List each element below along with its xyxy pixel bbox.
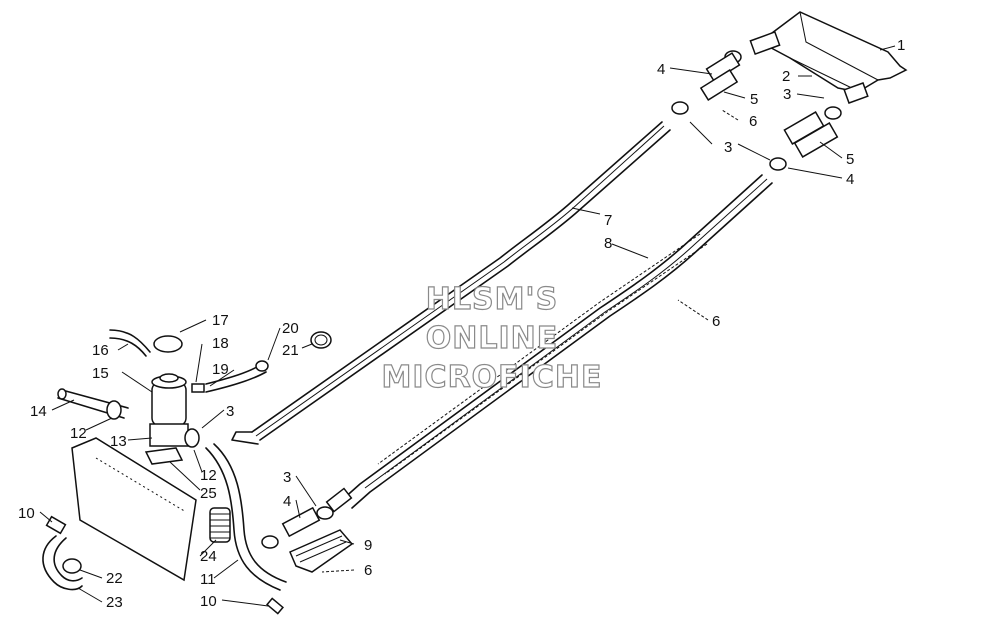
- callout-3: 3: [783, 86, 791, 103]
- callout-18: 18: [212, 335, 229, 352]
- callout-16: 16: [92, 342, 109, 359]
- watermark: HLSM'S ONLINE MICROFICHE: [381, 281, 603, 395]
- callout-9: 9: [364, 537, 372, 554]
- callout-4: 4: [657, 61, 665, 78]
- radiator-block: [71, 437, 197, 582]
- reservoir-assembly: [57, 329, 332, 615]
- callout-23: 23: [106, 594, 123, 611]
- watermark-line-3: MICROFICHE: [382, 360, 603, 395]
- clamp-group-bottom: [261, 506, 354, 573]
- callout-7: 7: [604, 212, 612, 229]
- callout-5: 5: [750, 91, 758, 108]
- callout-10: 10: [200, 593, 217, 610]
- callout-labels: 1 2 3 4 5 6 3 5 4 7 8 6 17 16 18 20 21 1…: [18, 37, 905, 611]
- callout-6: 6: [749, 113, 757, 130]
- callout-21: 21: [282, 342, 299, 359]
- callout-12: 12: [70, 425, 87, 442]
- callout-20: 20: [282, 320, 299, 337]
- callout-10: 10: [18, 505, 35, 522]
- watermark-line-1: HLSM'S: [426, 282, 558, 317]
- callout-17: 17: [212, 312, 229, 329]
- callout-6: 6: [712, 313, 720, 330]
- callout-4: 4: [283, 493, 291, 510]
- watermark-line-2: ONLINE: [426, 321, 559, 356]
- callout-6: 6: [364, 562, 372, 579]
- drain-hose: [42, 515, 83, 591]
- callout-13: 13: [110, 433, 127, 450]
- callout-14: 14: [30, 403, 47, 420]
- callout-3: 3: [283, 469, 291, 486]
- callout-25: 25: [200, 485, 217, 502]
- callout-19: 19: [212, 361, 229, 378]
- callout-3: 3: [724, 139, 732, 156]
- heat-exchanger-front: [749, 11, 908, 104]
- callout-24: 24: [200, 548, 217, 565]
- callout-12: 12: [200, 467, 217, 484]
- callout-8: 8: [604, 235, 612, 252]
- callout-15: 15: [92, 365, 109, 382]
- callout-4: 4: [846, 171, 854, 188]
- coolant-tube-upper: [231, 121, 671, 445]
- leader-lines: [39, 45, 896, 607]
- callout-5: 5: [846, 151, 854, 168]
- callout-1: 1: [897, 37, 905, 54]
- callout-22: 22: [106, 570, 123, 587]
- callout-3: 3: [226, 403, 234, 420]
- callout-11: 11: [200, 571, 216, 588]
- clamp-group-top: [671, 50, 842, 171]
- callout-2: 2: [782, 68, 790, 85]
- coolant-tube-lower: [325, 174, 773, 513]
